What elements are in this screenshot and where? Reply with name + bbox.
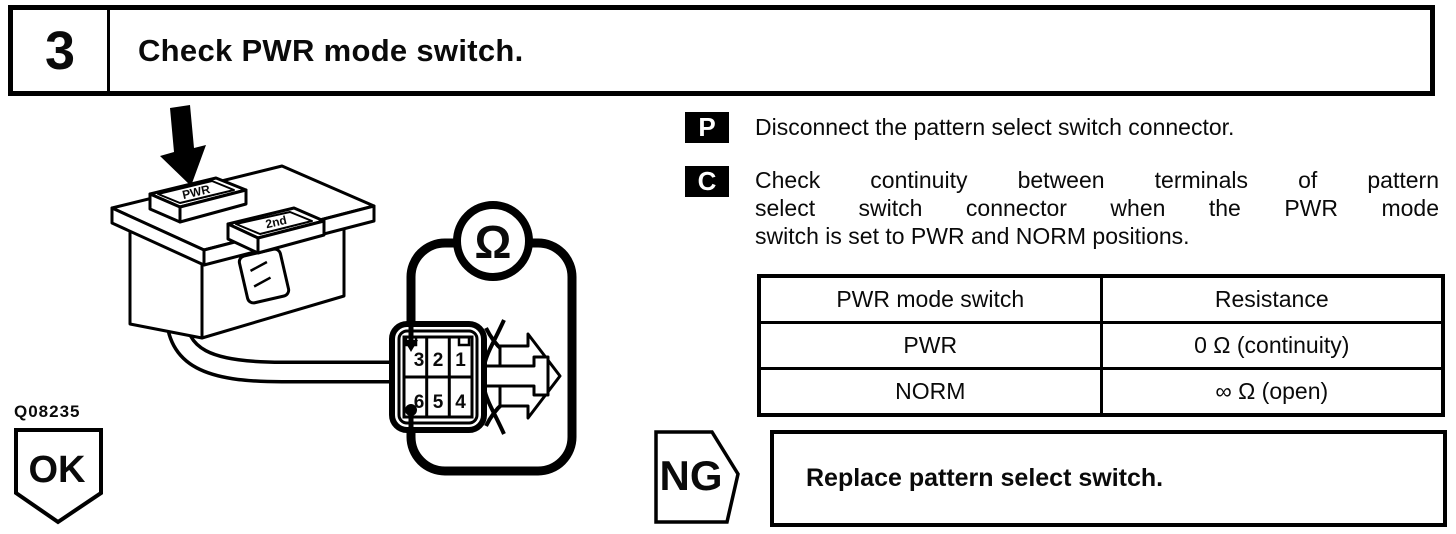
pwr-switch-body [110,164,376,340]
terminal-1-label: 1 [455,350,466,371]
check-text: Check continuity between terminals of pa… [755,166,1439,250]
terminal-3-label: 3 [414,350,425,371]
terminal-labels: 3 2 1 6 5 4 [414,350,467,413]
ohm-symbol: Ω [475,216,512,268]
prepare-icon: P [685,112,729,143]
switch-position-cell: NORM [757,367,1103,417]
resistance-cell: 0 Ω (continuity) [1099,321,1445,370]
ok-label: OK [29,449,87,491]
resistance-cell: ∞ Ω (open) [1099,367,1445,417]
table-header-resistance: Resistance [1099,274,1445,324]
terminal-6-label: 6 [414,392,425,413]
terminal-4-label: 4 [455,392,466,413]
table-header-row: PWR mode switch Resistance [757,274,1445,324]
check-text-line: switch is set to PWR and NORM positions. [755,223,1190,249]
ng-flag: NG [654,430,740,524]
pwr-button-label: PWR [181,182,212,202]
procedure-step-check: C Check continuity between terminals of … [685,166,1439,250]
terminal-2-label: 2 [433,350,444,371]
ng-action-text: Replace pattern select switch. [806,464,1164,492]
connector-inner [397,329,479,425]
figure-code: Q08235 [14,402,81,421]
procedure-step-prepare: P Disconnect the pattern select switch c… [685,112,1439,143]
press-arrow-icon [160,105,206,186]
pattern-select-switch-figure: Ω PWR 2nd [14,105,577,525]
step-title: Check PWR mode switch. [138,32,524,68]
latch-springs [482,319,523,435]
table-row-norm: NORM ∞ Ω (open) [757,367,1445,417]
check-text-line: select switch connector when the PWR mod… [755,195,1439,221]
prepare-text: Disconnect the pattern select switch con… [755,112,1439,143]
recess-marks [249,260,272,288]
step-header: 3 Check PWR mode switch. [8,5,1435,96]
check-text-line: Check continuity between terminals of pa… [755,167,1439,193]
step-number: 3 [13,10,110,91]
table-row-pwr: PWR 0 Ω (continuity) [757,321,1445,370]
check-icon: C [685,166,729,197]
probe-arrow-icon [404,340,418,352]
ok-flag [14,428,103,525]
continuity-table: PWR mode switch Resistance PWR 0 Ω (cont… [757,274,1445,417]
connector-latch [480,355,550,397]
table-header-switch: PWR mode switch [757,274,1103,324]
terminal-5-label: 5 [433,392,444,413]
switch-position-cell: PWR [757,321,1103,370]
ng-action-box: Replace pattern select switch. [770,430,1447,527]
ohmmeter-icon [453,201,533,281]
ng-label: NG [660,452,723,499]
second-button-label: 2nd [264,213,288,231]
second-button [226,206,326,255]
pwr-button [148,176,248,224]
prepare-text-line: Disconnect the pattern select switch con… [755,114,1235,140]
